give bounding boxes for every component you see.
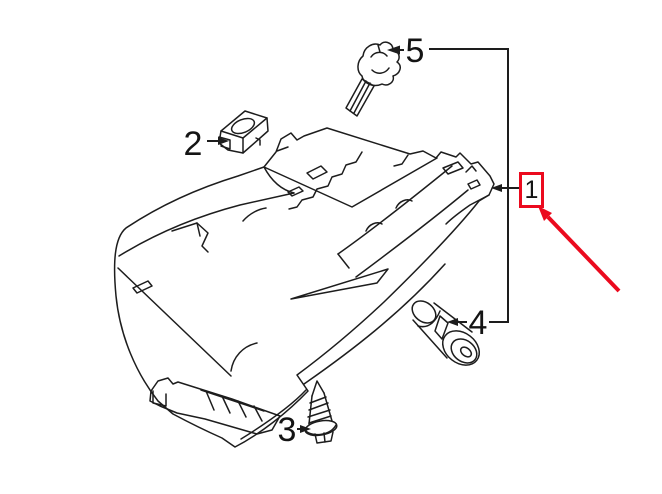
leader-arrowhead-4 (447, 318, 458, 326)
part-3-screw-drawing (304, 380, 338, 444)
highlighted-callout-1[interactable]: 1 (519, 172, 544, 208)
callout-label-5[interactable]: 5 (405, 32, 425, 70)
part-2-clip-nut-drawing (218, 110, 269, 154)
leader-arrowhead-5 (387, 45, 400, 55)
callout-arrowheads (218, 45, 502, 433)
leader-arrowhead-3 (300, 425, 311, 433)
highlight-arrowhead (538, 206, 552, 221)
callout-leader-lines (207, 48, 519, 430)
callout-label-2[interactable]: 2 (183, 125, 203, 163)
part-4-grommet-drawing (411, 300, 481, 366)
leader-arrowhead-2 (218, 137, 229, 145)
leader-arrowhead-1 (491, 184, 502, 192)
callout-bracket-line (429, 48, 509, 323)
highlight-arrow (538, 206, 621, 293)
part-5-clip-drawing (345, 41, 401, 117)
part-1-glovebox-assembly-drawing (113, 127, 495, 448)
callout-label-3[interactable]: 3 (277, 411, 297, 449)
callout-label-4[interactable]: 4 (468, 304, 488, 342)
